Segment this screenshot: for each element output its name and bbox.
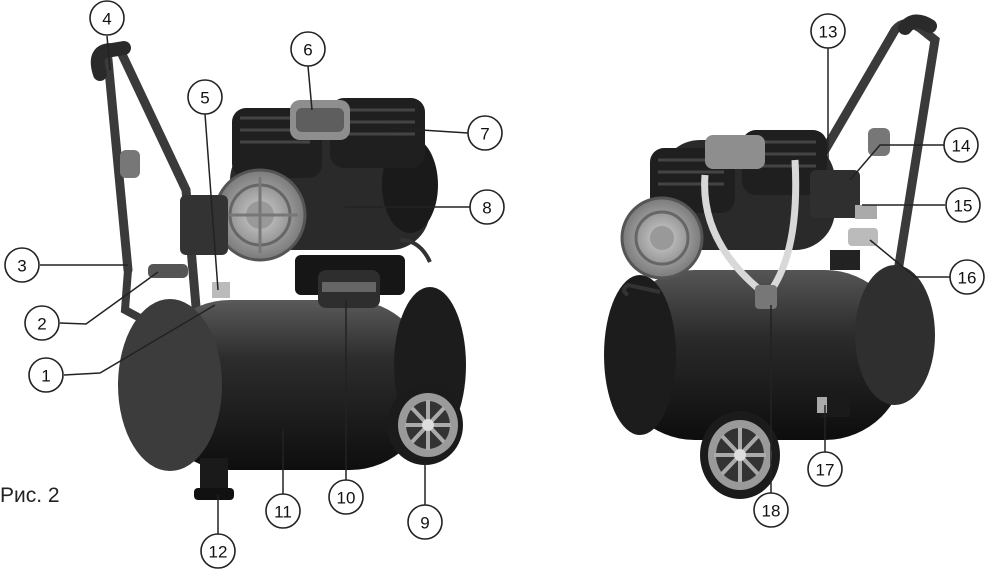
callout-11: 11 [265, 493, 301, 529]
svg-text:2: 2 [37, 315, 46, 334]
svg-text:6: 6 [303, 41, 312, 60]
svg-text:9: 9 [420, 514, 429, 533]
callout-5: 5 [187, 79, 223, 115]
callout-9: 9 [407, 504, 443, 540]
callout-6: 6 [290, 31, 326, 67]
callout-18: 18 [753, 492, 789, 528]
svg-text:17: 17 [816, 461, 835, 480]
svg-text:14: 14 [952, 137, 971, 156]
svg-text:18: 18 [762, 502, 781, 521]
callout-1: 1 [28, 357, 64, 393]
callout-3: 3 [4, 247, 40, 283]
figure-caption: Рис. 2 [0, 484, 60, 507]
callout-13: 13 [810, 13, 846, 49]
callout-4: 4 [89, 0, 125, 36]
compressor-rear-view [604, 14, 940, 499]
callout-17: 17 [807, 451, 843, 487]
leader-lines [40, 35, 950, 538]
svg-text:10: 10 [337, 489, 356, 508]
callout-10: 10 [328, 479, 364, 515]
svg-text:5: 5 [200, 89, 209, 108]
svg-text:7: 7 [480, 125, 489, 144]
compressor-front-view [90, 41, 466, 500]
svg-text:13: 13 [819, 23, 838, 42]
svg-text:16: 16 [958, 269, 977, 288]
svg-text:4: 4 [102, 10, 111, 29]
svg-text:3: 3 [17, 257, 26, 276]
callout-16: 16 [949, 259, 985, 295]
svg-text:11: 11 [274, 503, 292, 522]
svg-text:12: 12 [209, 543, 228, 562]
callout-14: 14 [943, 127, 979, 163]
svg-text:8: 8 [482, 199, 491, 218]
callout-8: 8 [469, 189, 505, 225]
callout-2: 2 [24, 305, 60, 341]
callout-7: 7 [467, 115, 503, 151]
svg-text:15: 15 [954, 197, 973, 216]
svg-text:1: 1 [41, 367, 50, 386]
callout-15: 15 [945, 187, 981, 223]
callout-12: 12 [200, 533, 236, 569]
